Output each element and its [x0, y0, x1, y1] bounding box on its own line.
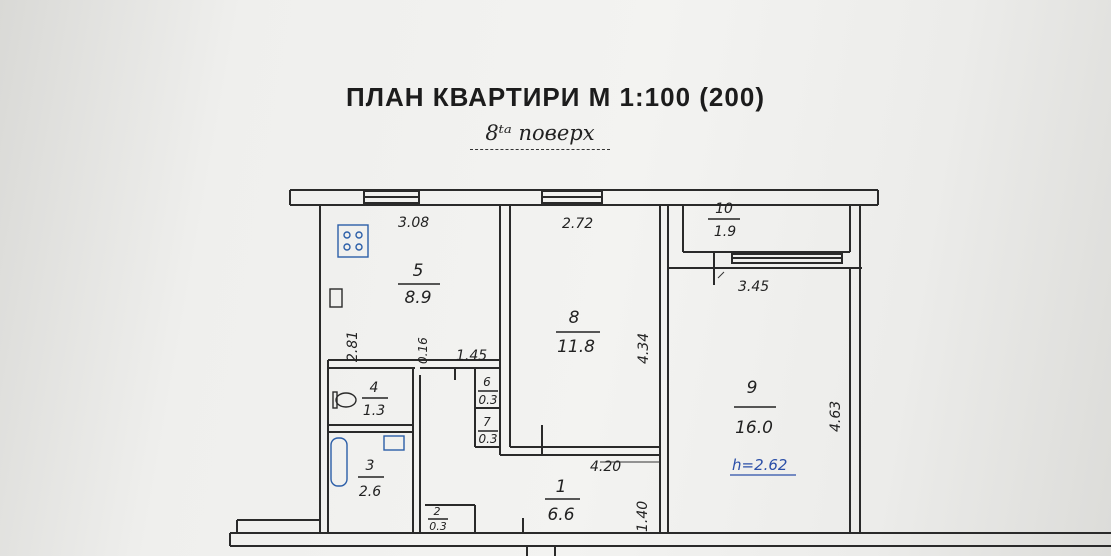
dim-hall-depth: 1.40 — [635, 501, 651, 532]
stove-burner-icon — [355, 243, 363, 251]
room-5-area: 8.9 — [404, 288, 431, 308]
room-4-number: 4 — [370, 380, 379, 396]
stove-burner-icon — [343, 243, 351, 251]
dim-corridor-width: 1.45 — [456, 348, 487, 364]
dim-room8-depth: 4.34 — [636, 333, 652, 364]
dim-wall-016: 0.16 — [416, 337, 430, 364]
dim-room8-width: 2.72 — [562, 216, 593, 232]
dim-hall-width: 4.20 — [590, 459, 621, 475]
room-8-number: 8 — [569, 308, 580, 328]
stove-burner-icon — [355, 231, 363, 239]
floor-note-underline — [470, 149, 610, 150]
room-10-area: 1.9 — [714, 224, 736, 240]
toilet-icon — [335, 392, 357, 408]
toilet-tank-icon — [332, 391, 338, 409]
stove-burner-icon — [343, 231, 351, 239]
room-9-area: 16.0 — [735, 418, 773, 438]
plan-title: ПЛАН КВАРТИРИ М 1:100 (200) — [346, 82, 765, 112]
room-7-area: 0.3 — [478, 432, 497, 446]
ceiling-height-note: h=2.62 — [732, 456, 787, 474]
room-3-area: 2.6 — [359, 484, 381, 500]
kitchen-sink-icon — [329, 288, 343, 308]
room-4-area: 1.3 — [363, 403, 385, 419]
dim-room9-depth: 4.63 — [828, 401, 844, 432]
room-3-number: 3 — [366, 458, 375, 474]
room-5-number: 5 — [413, 261, 424, 281]
room-8-area: 11.8 — [557, 337, 595, 357]
room-10-number: 10 — [715, 201, 733, 217]
bath-sink-icon — [383, 435, 405, 451]
dim-tick — [717, 271, 725, 279]
room-6-area: 0.3 — [478, 393, 497, 407]
floor-note: 8ᵗᵃ поверх — [485, 121, 595, 145]
room-9-number: 9 — [747, 378, 758, 398]
dim-kitchen-depth: 2.81 — [345, 331, 361, 362]
room-6-number: 6 — [483, 375, 491, 389]
room-2-number: 2 — [434, 505, 441, 518]
room-7-number: 7 — [483, 415, 491, 429]
dim-room9-width: 3.45 — [738, 279, 769, 295]
room-2-area: 0.3 — [429, 520, 447, 533]
bathtub-icon — [330, 437, 348, 487]
room-1-number: 1 — [556, 477, 567, 497]
room-1-area: 6.6 — [547, 505, 574, 525]
stove-icon — [337, 224, 369, 258]
dim-kitchen-width: 3.08 — [398, 215, 429, 231]
